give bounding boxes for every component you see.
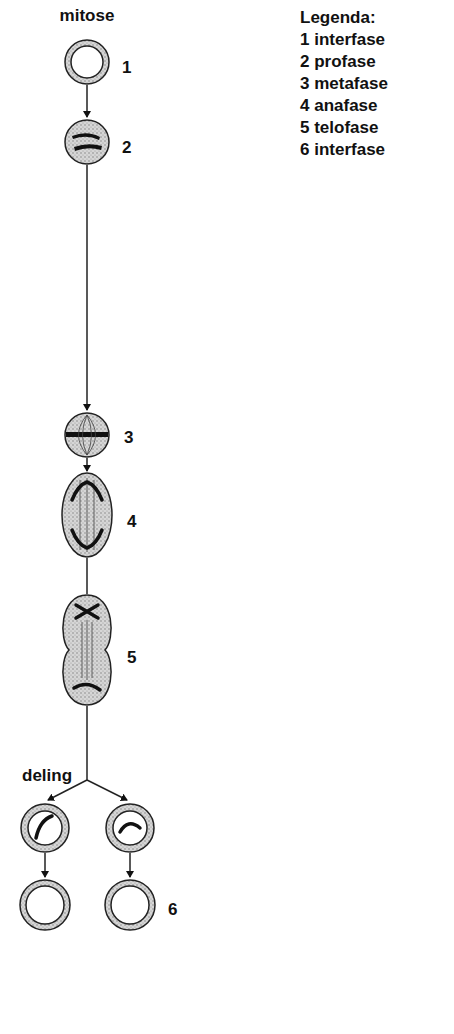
legend-line: 5 telofase [300, 118, 378, 138]
legend-heading: Legenda: [300, 8, 376, 28]
callout-number: 1 [122, 58, 131, 78]
callout-number: 5 [127, 648, 136, 668]
callout-number: 3 [124, 428, 133, 448]
callout-number: 6 [168, 900, 177, 920]
legend-line: 4 anafase [300, 96, 378, 116]
callout-number: 4 [127, 512, 136, 532]
legend-line: 6 interfase [300, 140, 385, 160]
callout-number: 2 [122, 138, 131, 158]
diagram-title: mitose [60, 6, 115, 26]
stage-label: deling [22, 766, 72, 786]
legend-line: 2 profase [300, 52, 376, 72]
legend-line: 1 interfase [300, 30, 385, 50]
legend-line: 3 metafase [300, 74, 388, 94]
